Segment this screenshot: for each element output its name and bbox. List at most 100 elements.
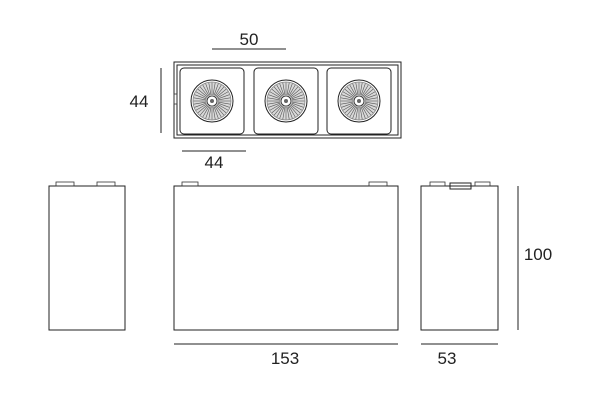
left-side-view	[48, 181, 126, 331]
lens-ray	[269, 103, 281, 111]
lens-ray	[289, 105, 299, 116]
lens-ray	[197, 104, 208, 114]
lens-ray	[288, 84, 296, 96]
lens-ray	[217, 94, 230, 100]
lens-center-dot	[284, 99, 288, 103]
dimension-label-side-width: 53	[438, 349, 457, 368]
front-tab-1	[181, 181, 199, 187]
lens-ray	[362, 86, 372, 97]
lens-ray	[364, 101, 378, 105]
top-view-side-notch	[173, 93, 178, 105]
lens-ray	[349, 106, 357, 118]
lens-ray	[213, 106, 219, 119]
lens-cell-3	[326, 67, 392, 135]
lens-ray	[363, 88, 374, 98]
left-side-body	[48, 185, 126, 331]
lens-ray	[340, 97, 354, 101]
lens-ray	[217, 91, 229, 99]
lens-ray	[349, 84, 357, 96]
lens-center-dot	[210, 99, 214, 103]
lens-ray	[276, 84, 284, 96]
lens-ray	[215, 86, 225, 97]
left-side-tab-1	[55, 181, 75, 187]
lens-ray	[212, 82, 216, 96]
lens-ray	[352, 106, 358, 119]
lens-ray	[364, 91, 376, 99]
lens-ray	[216, 88, 227, 98]
lens-ray	[202, 84, 210, 96]
lens-ray	[355, 106, 359, 120]
lens-ray	[199, 86, 209, 97]
lens-ray	[205, 106, 211, 119]
dimension-label-top-height: 44	[130, 92, 149, 111]
lens-ray	[199, 105, 209, 116]
lens-ray	[195, 91, 207, 99]
lens-ray	[341, 102, 354, 108]
lens-ray	[363, 104, 374, 114]
dimension-label-height: 100	[524, 245, 552, 264]
lens-ray	[276, 106, 284, 118]
lens-ray	[288, 106, 296, 118]
lens-ray	[194, 94, 207, 100]
lens-ray	[202, 106, 210, 118]
lens-ray	[340, 101, 354, 105]
lens-ray	[217, 102, 230, 108]
lens-3	[337, 79, 381, 123]
lens-cell-2	[253, 67, 319, 135]
lens-1	[190, 79, 234, 123]
lens-ray	[216, 104, 227, 114]
lens-ray	[346, 105, 356, 116]
lens-ray	[193, 97, 207, 101]
lens-ray	[208, 106, 212, 120]
lens-ray	[364, 102, 377, 108]
lens-ray	[290, 104, 301, 114]
lens-ray	[360, 83, 366, 96]
lens-cell-1	[179, 67, 245, 135]
lens-ray	[360, 106, 366, 119]
lens-group	[190, 79, 381, 123]
lens-ray	[279, 83, 285, 96]
lens-ray	[279, 106, 285, 119]
lens-ray	[289, 86, 299, 97]
lens-ray	[195, 103, 207, 111]
lens-ray	[291, 102, 304, 108]
lens-ray	[273, 105, 283, 116]
lens-ray	[282, 106, 286, 120]
lens-ray	[193, 101, 207, 105]
dimension-label-front-width: 153	[271, 349, 299, 368]
lens-ray	[197, 88, 208, 98]
lens-center-dot	[357, 99, 361, 103]
lens-ray	[291, 97, 305, 101]
lens-ray	[267, 101, 281, 105]
lens-ray	[286, 106, 290, 120]
front-body	[173, 185, 399, 331]
lens-ray	[290, 88, 301, 98]
lens-ray	[344, 88, 355, 98]
lens-ray	[286, 82, 290, 96]
lens-ray	[205, 83, 211, 96]
lens-ray	[361, 106, 369, 118]
lens-ray	[352, 83, 358, 96]
lens-ray	[361, 84, 369, 96]
lens-ray	[217, 103, 229, 111]
lens-ray	[359, 106, 363, 120]
dimension-label-top-width: 50	[240, 30, 259, 49]
lens-ray	[364, 94, 377, 100]
lens-ray	[342, 91, 354, 99]
lens-ray	[268, 102, 281, 108]
lens-ray	[208, 82, 212, 96]
lens-ray	[273, 86, 283, 97]
front-view: 153	[173, 181, 399, 368]
lens-ray	[282, 82, 286, 96]
lens-ray	[291, 91, 303, 99]
right-side-body	[420, 185, 499, 331]
lens-ray	[362, 105, 372, 116]
lens-ray	[291, 94, 304, 100]
lens-ray	[271, 88, 282, 98]
right-side-view: 53 100	[420, 181, 552, 368]
lens-ray	[364, 103, 376, 111]
lens-ray	[271, 104, 282, 114]
lens-ray	[342, 103, 354, 111]
lens-ray	[215, 105, 225, 116]
